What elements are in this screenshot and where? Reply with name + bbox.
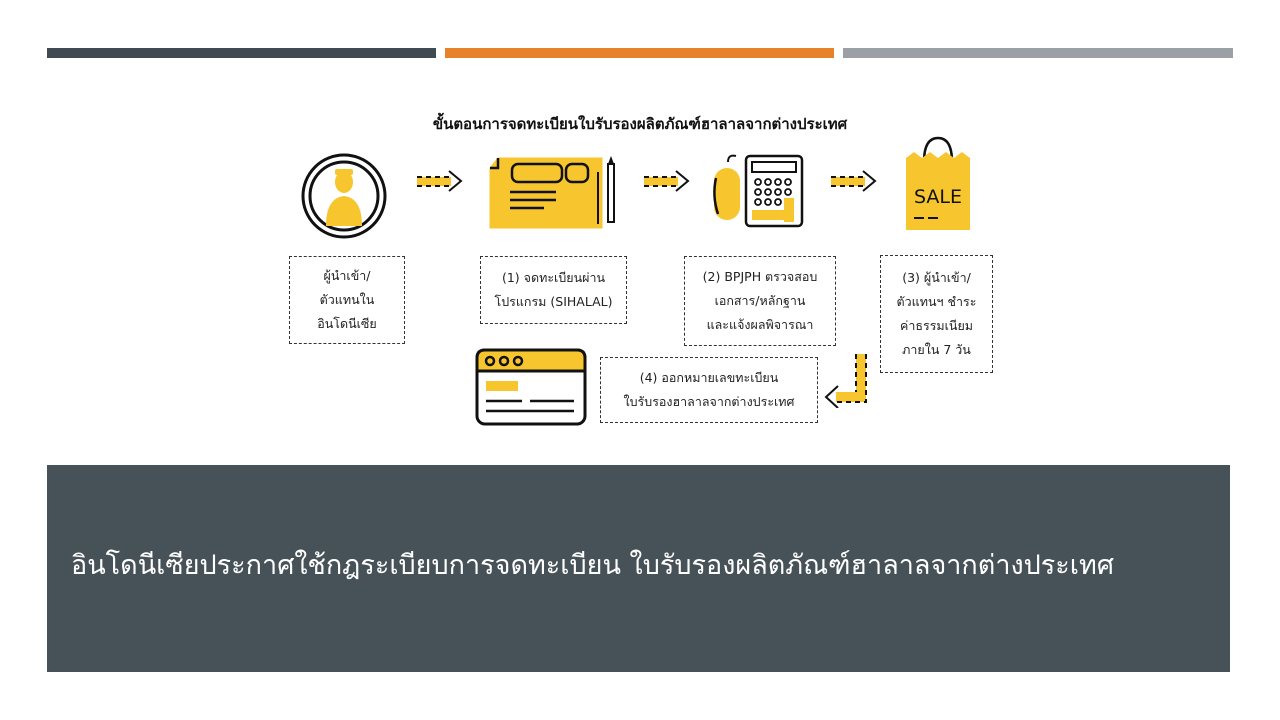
step-4-line: ใบรับรองฮาลาลจากต่างประเทศ xyxy=(623,394,795,409)
step-importer-line: อินโดนีเซีย xyxy=(317,316,377,331)
step-3-line: ภายใน 7 วัน xyxy=(902,342,971,357)
step-importer-box: ผู้นำเข้า/ ตัวแทนใน อินโดนีเซีย xyxy=(289,256,405,344)
step-2-box: (2) BPJPH ตรวจสอบ เอกสาร/หลักฐาน และแจ้ง… xyxy=(684,256,836,346)
sale-bag-icon: SALE xyxy=(900,136,976,238)
sale-label: SALE xyxy=(914,186,962,208)
step-3-box: (3) ผู้นำเข้า/ ตัวแทนฯ ชำระ ค่าธรรมเนียม… xyxy=(880,255,993,373)
mouse-calculator-icon xyxy=(708,152,808,236)
top-accent-bar-dark xyxy=(47,48,436,58)
top-accent-bar-orange xyxy=(445,48,834,58)
step-importer-line: ตัวแทนใน xyxy=(319,292,375,307)
step-1-line: โปรแกรม (SIHALAL) xyxy=(494,294,613,309)
step-3-line: (3) ผู้นำเข้า/ xyxy=(902,270,971,285)
certificate-card-icon xyxy=(474,347,588,431)
arrow-right-icon xyxy=(829,168,877,198)
step-4-box: (4) ออกหมายเลขทะเบียน ใบรับรองฮาลาลจากต่… xyxy=(600,357,818,423)
form-document-icon xyxy=(486,152,620,236)
step-4-line: (4) ออกหมายเลขทะเบียน xyxy=(639,370,779,385)
person-icon xyxy=(300,152,388,244)
step-2-line: เอกสาร/หลักฐาน xyxy=(714,293,806,308)
step-1-box: (1) จดทะเบียนผ่าน โปรแกรม (SIHALAL) xyxy=(480,256,627,324)
step-3-line: ตัวแทนฯ ชำระ xyxy=(896,294,977,309)
caption-text: อินโดนีเซียประกาศใช้กฎระเบียบการจดทะเบีย… xyxy=(71,550,1114,581)
arrow-right-icon xyxy=(415,168,463,198)
step-2-line: (2) BPJPH ตรวจสอบ xyxy=(702,269,818,284)
elbow-arrow-icon xyxy=(822,350,874,412)
step-importer-line: ผู้นำเข้า/ xyxy=(323,268,371,283)
arrow-right-icon xyxy=(642,168,690,198)
step-1-line: (1) จดทะเบียนผ่าน xyxy=(501,270,606,285)
diagram-title: ขั้นตอนการจดทะเบียนใบรับรองผลิตภัณฑ์ฮาลา… xyxy=(432,115,848,133)
step-2-line: และแจ้งผลพิจารณา xyxy=(706,317,814,332)
top-accent-bar-gray xyxy=(843,48,1233,58)
caption-panel: อินโดนีเซียประกาศใช้กฎระเบียบการจดทะเบีย… xyxy=(47,465,1230,672)
step-3-line: ค่าธรรมเนียม xyxy=(899,318,974,333)
